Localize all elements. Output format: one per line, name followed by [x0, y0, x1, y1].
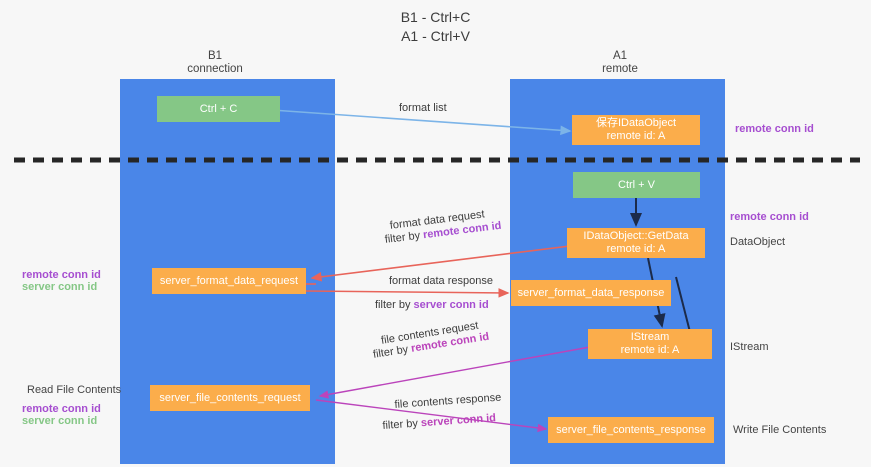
edge-label-format-data-response-line2: filter by server conn id [375, 298, 489, 312]
page-title-line2: A1 - Ctrl+V [401, 28, 470, 44]
node-getdata-line1: IDataObject::GetData [583, 230, 689, 242]
node-istream-line2: remote id: A [620, 344, 680, 356]
side-label-read-file-contents: Read File Contents [27, 384, 122, 396]
node-sfdreq-label: server_format_data_request [159, 274, 299, 287]
fdresp-filter-highlight: server conn id [413, 299, 489, 311]
edge-format-data-response [305, 288, 510, 298]
side-label-left-remote-conn-id-bot: remote conn id [22, 403, 101, 415]
node-server-format-data-response[interactable]: server_format_data_response [511, 280, 671, 306]
node-getdata-line2: remote id: A [606, 243, 666, 255]
side-label-remote-conn-id-mid: remote conn id [730, 211, 809, 223]
fdresp-filter-prefix: filter by [375, 299, 414, 311]
node-save-idataobject-line1: 保存IDataObject [595, 117, 677, 129]
node-ctrl-c[interactable]: Ctrl + C [157, 96, 280, 122]
page-title-line1: B1 - Ctrl+C [400, 9, 471, 25]
lane-title-a1-line2: remote [602, 63, 638, 75]
lane-title-b1-line1: B1 [207, 50, 223, 62]
node-server-file-contents-response[interactable]: server_file_contents_response [548, 417, 714, 443]
edge-label-format-data-response-line1: format data response [389, 275, 493, 287]
node-save-idataobject-line2: remote id: A [606, 130, 666, 142]
fcresp-filter-highlight: server conn id [420, 412, 497, 430]
fcresp-filter-prefix: filter by [382, 417, 422, 432]
side-label-dataobject: DataObject [730, 236, 786, 248]
side-label-istream: IStream [730, 341, 769, 353]
fcr-filter-prefix: filter by [372, 342, 413, 361]
node-sfcreq-label: server_file_contents_request [159, 391, 301, 404]
side-label-left-server-conn-id-bot: server conn id [22, 415, 98, 427]
node-server-format-data-request[interactable]: server_format_data_request [152, 268, 306, 294]
node-idataobject-getdata[interactable]: IDataObject::GetData remote id: A [567, 228, 705, 258]
node-ctrl-v-line1: Ctrl + V [618, 178, 655, 191]
lane-title-b1-line2: connection [187, 63, 243, 75]
edge-label-format-list: format list [399, 102, 447, 114]
node-istream-line1: IStream [630, 331, 670, 343]
node-sfdresp-label: server_format_data_response [517, 286, 665, 299]
node-ctrl-c-line1: Ctrl + C [199, 102, 238, 115]
node-istream[interactable]: IStream remote id: A [588, 329, 712, 359]
node-save-idataobject[interactable]: 保存IDataObject remote id: A [572, 115, 700, 145]
node-ctrl-v[interactable]: Ctrl + V [573, 172, 700, 198]
side-label-write-file-contents: Write File Contents [733, 424, 827, 436]
side-label-remote-conn-id-top: remote conn id [735, 123, 814, 135]
side-label-left-remote-conn-id-mid: remote conn id [22, 269, 101, 281]
lane-title-a1-line1: A1 [612, 50, 628, 62]
edge-label-file-contents-response-line2: filter by server conn id [382, 411, 496, 433]
edge-label-file-contents-response-line1: file contents response [394, 391, 502, 411]
node-server-file-contents-request[interactable]: server_file_contents_request [150, 385, 310, 411]
fdr-filter-prefix: filter by [384, 229, 424, 246]
side-label-left-server-conn-id-mid: server conn id [22, 281, 98, 293]
node-sfcresp-label: server_file_contents_response [556, 423, 706, 436]
